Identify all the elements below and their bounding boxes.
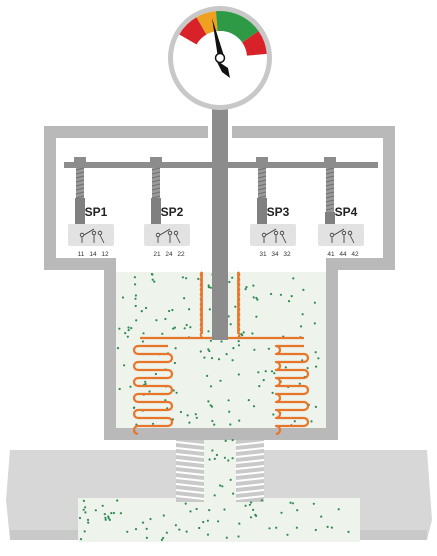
gauge-needle bbox=[212, 18, 224, 58]
terminal-number: 32 bbox=[283, 251, 291, 258]
gauge-pointer-tail bbox=[216, 60, 230, 78]
threaded-connection-icon bbox=[175, 438, 265, 502]
switch-label: SP3 bbox=[267, 205, 290, 219]
gauge-zone-high-red bbox=[242, 31, 267, 56]
process-channel bbox=[78, 498, 360, 542]
switch-label: SP2 bbox=[161, 205, 184, 219]
gauge-zone-low-orange bbox=[196, 11, 218, 35]
terminal-number: 31 bbox=[259, 251, 267, 258]
microswitch-icon bbox=[318, 224, 364, 246]
adjustment-screw-icon bbox=[324, 157, 336, 163]
adjustment-screw-icon bbox=[150, 157, 162, 163]
terminal-number: 34 bbox=[271, 251, 279, 258]
terminal-number: 44 bbox=[339, 251, 347, 258]
switch-sp3: SP3 31 34 32 bbox=[250, 157, 296, 258]
adjustment-screw-icon bbox=[256, 157, 268, 163]
microswitch-icon bbox=[144, 224, 190, 246]
microswitch-icon bbox=[250, 224, 296, 246]
switch-sp4: SP4 41 44 42 bbox=[318, 157, 364, 258]
actuator-bar bbox=[64, 162, 378, 168]
push-rod bbox=[212, 104, 228, 340]
terminal-number: 21 bbox=[153, 251, 161, 258]
terminal-number: 24 bbox=[165, 251, 173, 258]
terminal-number: 42 bbox=[351, 251, 359, 258]
terminal-number: 14 bbox=[89, 251, 97, 258]
terminal-number: 22 bbox=[177, 251, 185, 258]
switch-label: SP1 bbox=[85, 205, 108, 219]
gauge-hub bbox=[214, 52, 226, 64]
pressure-gauge-icon bbox=[168, 6, 272, 110]
gauge-zone-green bbox=[215, 11, 259, 43]
terminal-number: 41 bbox=[327, 251, 335, 258]
switch-sp2: SP2 21 24 22 bbox=[144, 157, 190, 258]
gauge-zone-low-red bbox=[179, 17, 207, 45]
terminal-number: 12 bbox=[101, 251, 109, 258]
microswitch-icon bbox=[68, 224, 114, 246]
switch-sp1: SP1 11 14 12 bbox=[68, 157, 114, 258]
switch-label: SP4 bbox=[335, 205, 358, 219]
adjustment-screw-icon bbox=[74, 157, 86, 163]
terminal-number: 11 bbox=[78, 251, 85, 258]
